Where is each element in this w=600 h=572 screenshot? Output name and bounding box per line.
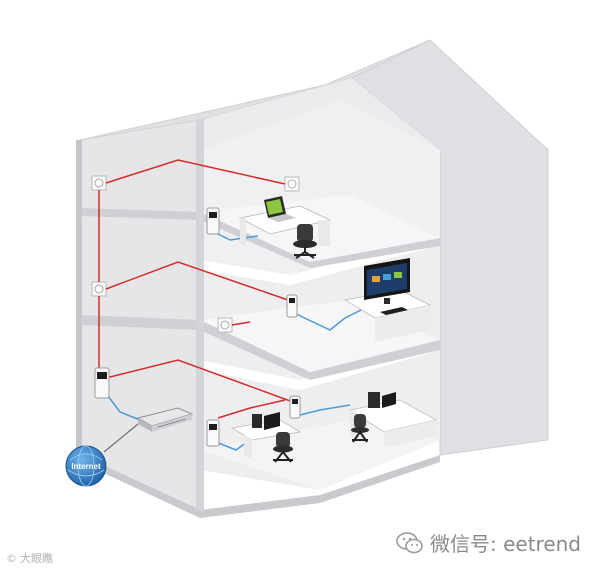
powerline-adapter-icon — [95, 368, 109, 398]
powerline-adapter-icon — [287, 295, 297, 317]
powerline-adapter-icon — [207, 208, 219, 234]
watermark-left: ©大眼瞧 — [6, 550, 53, 566]
powerline-adapter-icon — [290, 396, 300, 418]
watermark-right: 微信号: eetrend — [396, 528, 581, 557]
outlet-icon — [92, 176, 106, 190]
internet-label: Internet — [71, 462, 101, 471]
house-center-column — [196, 118, 204, 512]
desk-leg — [318, 220, 330, 246]
wechat-icon — [396, 532, 424, 554]
outlet-icon — [218, 318, 232, 332]
desk-leg — [240, 218, 246, 246]
powerline-adapter-icon — [207, 420, 219, 446]
house-structure — [76, 40, 548, 518]
watermark-right-text: 微信号: eetrend — [430, 528, 581, 557]
watermark-left-text: 大眼瞧 — [20, 552, 53, 565]
outlet-icon — [285, 177, 299, 191]
outlet-icon — [92, 282, 106, 296]
house-left-edge — [76, 140, 82, 458]
watermark-mark: © — [6, 552, 17, 565]
